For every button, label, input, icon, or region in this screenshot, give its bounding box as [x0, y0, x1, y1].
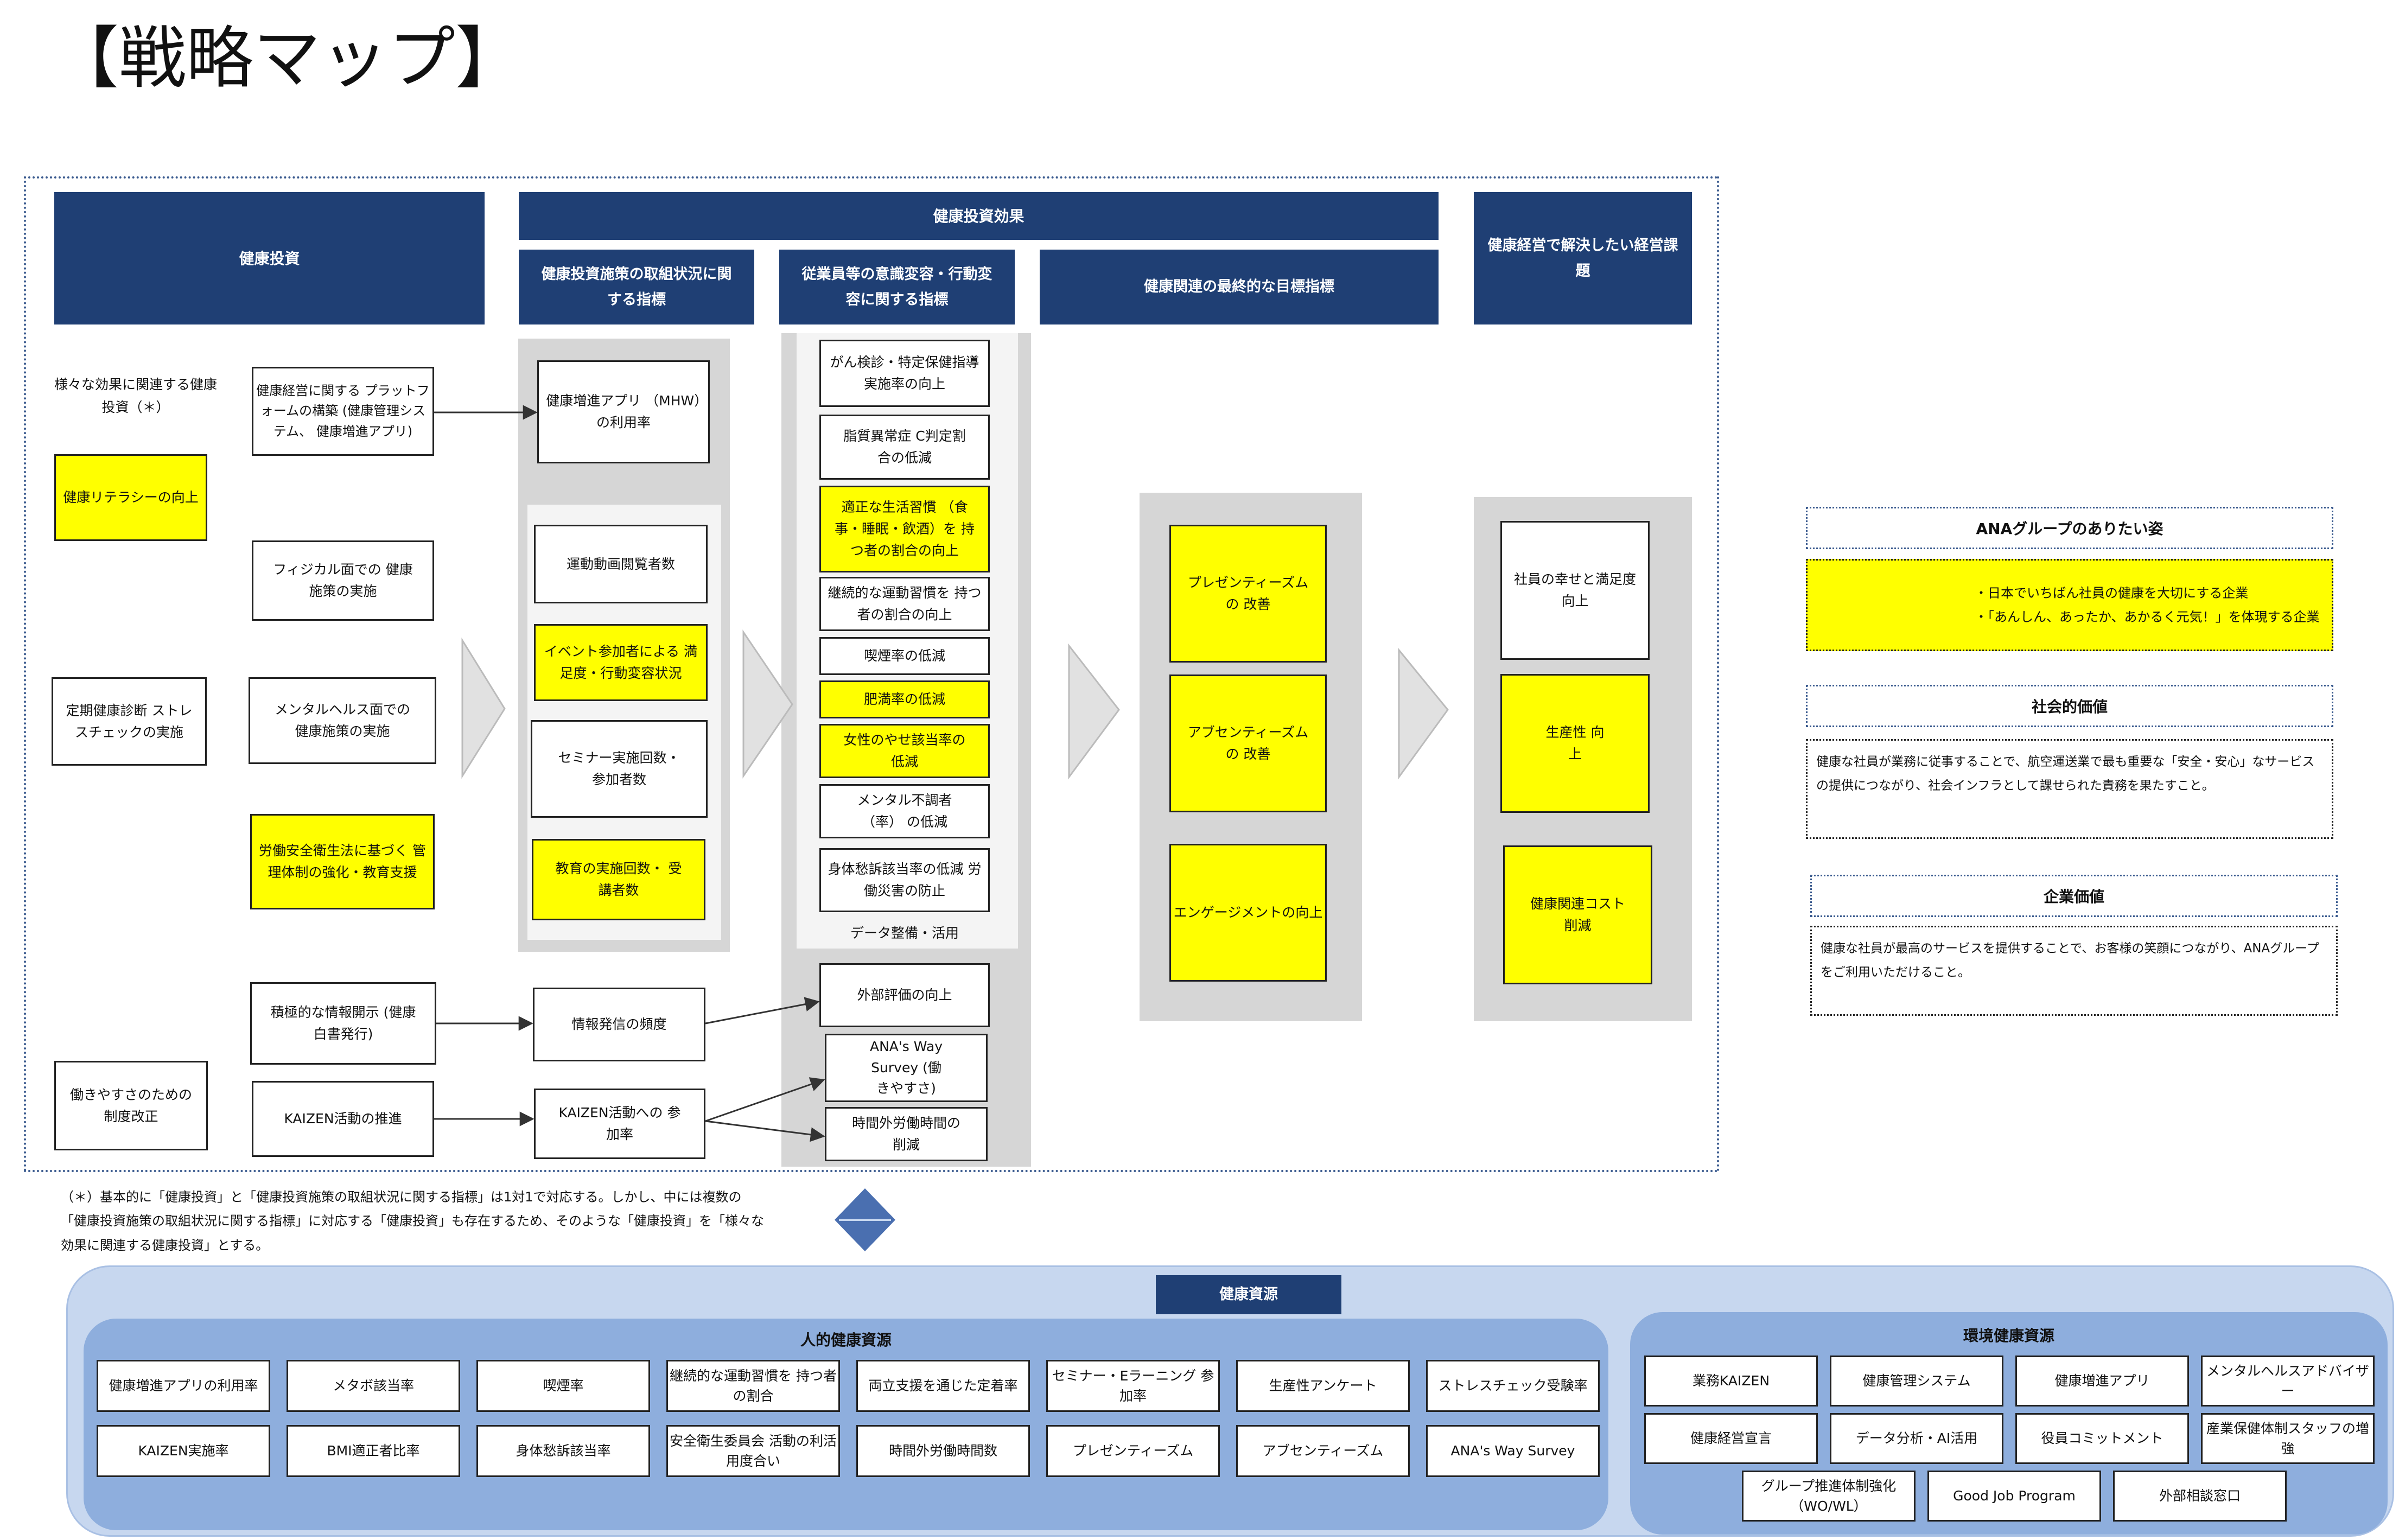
absenteeism-box: アブセンティーズムの 改善	[1169, 674, 1327, 812]
chevron-arrow-1	[461, 637, 506, 779]
ideal-body: ・日本でいちばん社員の健康を大切にする企業 ・「あんしん、あったか、あかるく元気…	[1806, 559, 2333, 651]
lifestyle-habit-box: 適正な生活習慣 （食事・睡眠・飲酒）を 持つ者の割合の向上	[819, 486, 990, 572]
environment-resource-item: メンタルヘルスアドバイザー	[2201, 1356, 2375, 1407]
human-resource-item: 身体愁訴該当率	[476, 1425, 650, 1477]
human-resource-item: 生産性アンケート	[1236, 1360, 1410, 1412]
human-resource-item: 安全衛生委員会 活動の利活用度合い	[666, 1425, 840, 1477]
human-resources-title: 人的健康資源	[800, 1331, 892, 1349]
various-investment-label: 様々な効果に関連する健康投資（＊）	[54, 376, 218, 416]
arrow-kaizen-to-overtime	[705, 1120, 825, 1142]
footnote: （＊）基本的に「健康投資」と「健康投資施策の取組状況に関する指標」は1対1で対応…	[61, 1185, 766, 1257]
productivity-box: 生産性 向上	[1500, 674, 1650, 813]
environment-resource-item: グループ推進体制強化 （WO/WL）	[1742, 1471, 1916, 1522]
disclosure-box: 積極的な情報開示 (健康白書発行)	[250, 982, 436, 1065]
human-resource-item: KAIZEN実施率	[97, 1425, 270, 1477]
kaizen-participation-box: KAIZEN活動への 参加率	[534, 1089, 705, 1159]
header-effect: 健康投資効果	[519, 192, 1439, 240]
platform-box: 健康経営に関する プラットフォームの構築 (健康管理システム、 健康増進アプリ)	[252, 367, 434, 456]
human-resources-grid: 健康増進アプリの利用率メタボ該当率喫煙率継続的な運動習慣を 持つ者の割合両立支援…	[97, 1360, 1600, 1513]
seminar-count-box: セミナー実施回数・ 参加者数	[531, 720, 708, 818]
human-resource-item: 両立支援を通じた定着率	[856, 1360, 1030, 1412]
chevron-arrow-2	[742, 629, 793, 779]
human-resource-item: ANA's Way Survey	[1426, 1425, 1600, 1477]
ideal-line-2: ・「あんしん、あったか、あかるく元気！」を体現する企業	[1975, 609, 2320, 625]
corporate-value-title: 企業価値	[1810, 875, 2338, 917]
physical-measures-box: フィジカル面での 健康施策の実施	[252, 540, 434, 621]
environment-resource-item: 業務KAIZEN	[1644, 1356, 1818, 1407]
video-viewers-box: 運動動画閲覧者数	[534, 525, 708, 603]
header-awareness-indicator: 従業員等の意識変容・行動変容に関する指標	[779, 250, 1015, 324]
human-resource-item: 健康増進アプリの利用率	[97, 1360, 270, 1412]
environment-resource-item: 健康増進アプリ	[2015, 1356, 2189, 1407]
footnote-line-2: 「健康投資施策の取組状況に関する指標」に対応する「健康投資」も存在するため、その…	[61, 1213, 764, 1229]
strategy-map-frame	[24, 176, 1719, 1172]
human-resource-item: ストレスチェック受験率	[1426, 1360, 1600, 1412]
health-literacy-box: 健康リテラシーの向上	[54, 454, 207, 541]
human-resource-item: 時間外労働時間数	[856, 1425, 1030, 1477]
human-resource-item: セミナー・Eラーニング 参加率	[1046, 1360, 1220, 1412]
physical-complaint-box: 身体愁訴該当率の低減 労働災害の防止	[819, 848, 990, 912]
health-resources-title: 健康資源	[1156, 1275, 1341, 1314]
kaizen-promotion-box: KAIZEN活動の推進	[252, 1081, 434, 1157]
corporate-value-body: 健康な社員が最高のサービスを提供することで、お客様の笑顔につながり、ANAグルー…	[1810, 926, 2338, 1016]
environment-resource-item: 健康管理システム	[1830, 1356, 2003, 1407]
women-thinness-box: 女性のやせ該当率の 低減	[819, 724, 990, 778]
mental-disorder-box: メンタル不調者（率） の低減	[819, 784, 990, 838]
overtime-reduction-box: 時間外労働時間の 削減	[825, 1107, 988, 1161]
mental-measures-box: メンタルヘルス面での 健康施策の実施	[249, 677, 436, 764]
lipid-box: 脂質異常症 C判定割合の低減	[819, 415, 990, 480]
environment-resource-item: 産業保健体制スタッフの増強	[2201, 1413, 2375, 1464]
diamond-arrow-icon	[835, 1188, 895, 1251]
human-resource-item: 継続的な運動習慣を 持つ者の割合	[666, 1360, 840, 1412]
ideal-line-1: ・日本でいちばん社員の健康を大切にする企業	[1975, 585, 2249, 601]
chevron-arrow-3	[1068, 643, 1120, 780]
environment-resource-item: 健康経営宣言	[1644, 1413, 1818, 1464]
environment-resource-item: 役員コミットメント	[2015, 1413, 2189, 1464]
human-resource-item: プレゼンティーズム	[1046, 1425, 1220, 1477]
human-resource-item: アブセンティーズム	[1236, 1425, 1410, 1477]
footnote-line-3: 効果に関連する健康投資」とする。	[61, 1237, 269, 1253]
arrow-kaizen-to-survey	[705, 1077, 825, 1122]
cancer-screening-box: がん検診・特定保健指導 実施率の向上	[819, 340, 990, 407]
ana-way-survey-box: ANA's Way Survey (働きやすさ)	[825, 1034, 988, 1102]
data-utilization-label: データ整備・活用	[850, 925, 959, 941]
arrow-info-to-external	[705, 997, 820, 1024]
health-cost-box: 健康関連コスト 削減	[1503, 845, 1652, 984]
footnote-line-1: （＊）基本的に「健康投資」と「健康投資施策の取組状況に関する指標」は1対1で対応…	[61, 1189, 742, 1205]
obesity-rate-box: 肥満率の低減	[819, 680, 990, 718]
human-resource-item: メタボ該当率	[287, 1360, 460, 1412]
chevron-arrow-4	[1398, 647, 1449, 780]
presenteeism-box: プレゼンティーズムの 改善	[1169, 525, 1327, 663]
ideal-title: ANAグループのありたい姿	[1806, 507, 2333, 549]
human-resource-item: 喫煙率	[476, 1360, 650, 1412]
exercise-habit-box: 継続的な運動習慣を 持つ者の割合の向上	[819, 577, 990, 631]
social-value-title: 社会的価値	[1806, 685, 2333, 727]
human-resource-item: BMI適正者比率	[287, 1425, 460, 1477]
safety-education-box: 労働安全衛生法に基づく 管理体制の強化・教育支援	[250, 814, 435, 909]
environment-resources-title: 環境健康資源	[1963, 1327, 2054, 1345]
app-usage-box: 健康増進アプリ （MHW）の利用率	[537, 360, 710, 463]
header-management-issue: 健康経営で解決したい経営課題	[1474, 192, 1692, 324]
environment-resource-item: 外部相談窓口	[2113, 1471, 2287, 1522]
happiness-satisfaction-box: 社員の幸せと満足度 向上	[1500, 521, 1650, 660]
page-title: 【戦略マップ】	[52, 20, 523, 98]
event-satisfaction-box: イベント参加者による 満足度・行動変容状況	[534, 624, 708, 701]
checkup-stresscheck-box: 定期健康診断 ストレスチェックの実施	[52, 677, 207, 766]
info-frequency-box: 情報発信の頻度	[533, 988, 705, 1061]
human-resources-panel	[84, 1319, 1608, 1530]
environment-resource-item: データ分析・AI活用	[1830, 1413, 2003, 1464]
header-final-indicator: 健康関連の最終的な目標指標	[1040, 250, 1439, 324]
environment-resource-item: Good Job Program	[1927, 1471, 2101, 1522]
external-evaluation-box: 外部評価の向上	[819, 963, 990, 1027]
workstyle-reform-box: 働きやすさのための 制度改正	[54, 1061, 208, 1150]
header-policy-indicator: 健康投資施策の取組状況に関する指標	[519, 250, 754, 324]
engagement-box: エンゲージメントの向上	[1169, 844, 1327, 982]
header-investment: 健康投資	[54, 192, 485, 324]
social-value-body: 健康な社員が業務に従事することで、航空運送業で最も重要な「安全・安心」なサービス…	[1806, 739, 2333, 839]
education-count-box: 教育の実施回数・ 受講者数	[532, 839, 705, 920]
smoking-rate-box: 喫煙率の低減	[819, 637, 990, 675]
